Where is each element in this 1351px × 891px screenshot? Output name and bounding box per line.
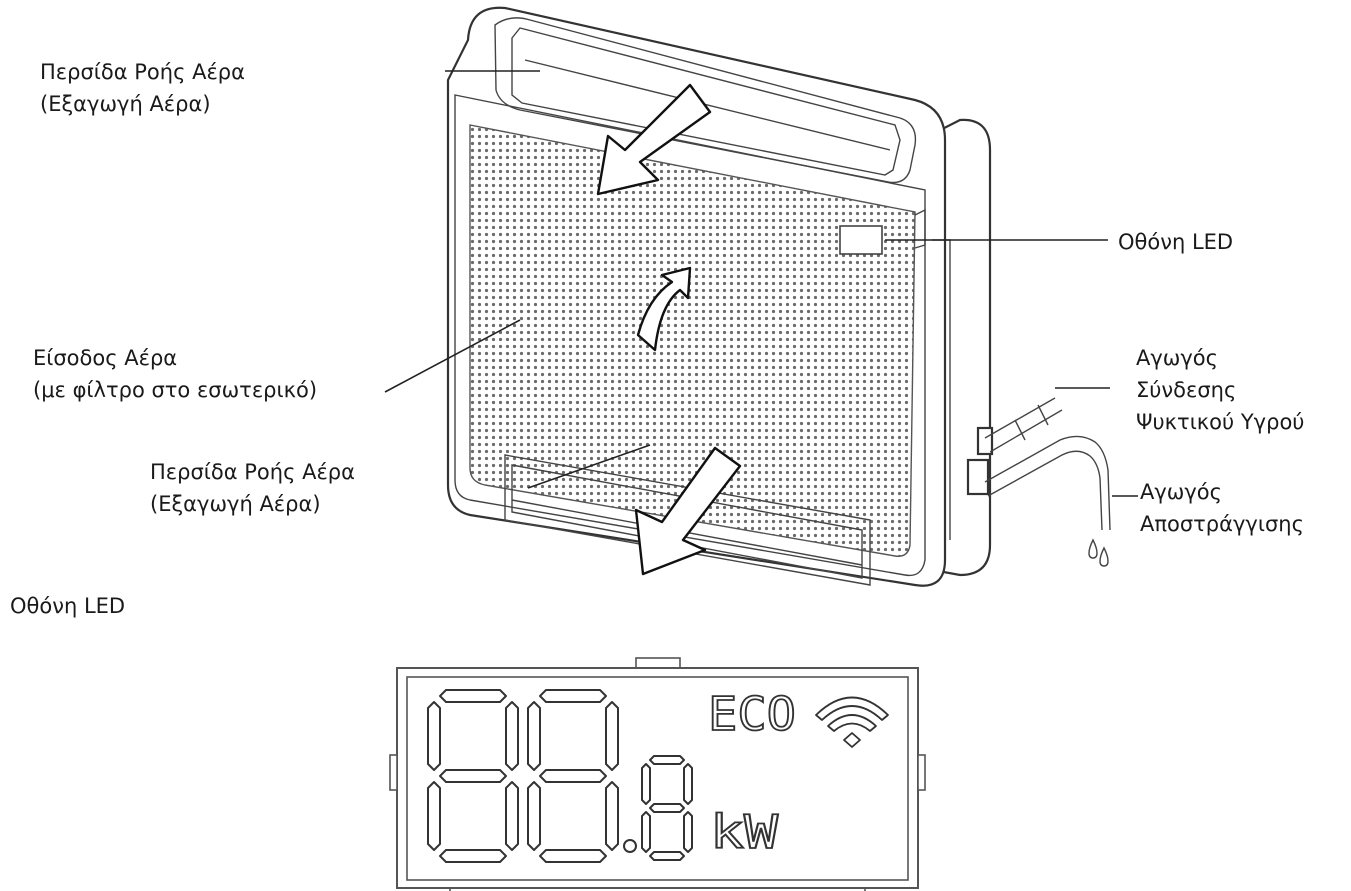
- decimal-point: [623, 839, 637, 853]
- label-led-display: Οθόνη LED: [1118, 230, 1234, 254]
- kw-unit-indicator: kW: [710, 805, 778, 859]
- inflow-arrow: [636, 266, 692, 352]
- seven-segment-digit-3: [641, 755, 693, 861]
- callout-lines: [384, 70, 1138, 497]
- outflow-arrow-top: [596, 83, 712, 196]
- eco-indicator: ECO: [708, 687, 796, 741]
- pipes: [984, 397, 1111, 567]
- indoor-unit: [446, 6, 994, 587]
- wifi-icon: [815, 696, 889, 748]
- seven-segment-digit-1: [427, 689, 519, 863]
- water-drop-icon: [1099, 546, 1109, 567]
- led-section-title: Οθόνη LED: [10, 594, 126, 618]
- water-drop-icon: [1088, 538, 1098, 559]
- label-top-louver: Περσίδα Ροής Αέρα (Εξαγωγή Αέρα): [40, 60, 245, 116]
- label-air-inlet: Είσοδος Αέρα (με φίλτρο στο εσωτερικό): [33, 346, 318, 402]
- seven-segment-digit-2: [527, 689, 619, 863]
- label-bottom-louver: Περσίδα Ροής Αέρα (Εξαγωγή Αέρα): [150, 460, 355, 516]
- pipe-fitting: [966, 458, 990, 496]
- outflow-arrow-bottom: [634, 446, 742, 576]
- led-display-panel: [389, 657, 926, 891]
- led-window: [839, 225, 883, 255]
- label-refrigerant-pipe: Αγωγός Σύνδεσης Ψυκτικού Υγρού: [1136, 346, 1305, 434]
- label-drain-pipe: Αγωγός Αποστράγγισης: [1140, 480, 1304, 536]
- mesh-grille: [469, 124, 916, 557]
